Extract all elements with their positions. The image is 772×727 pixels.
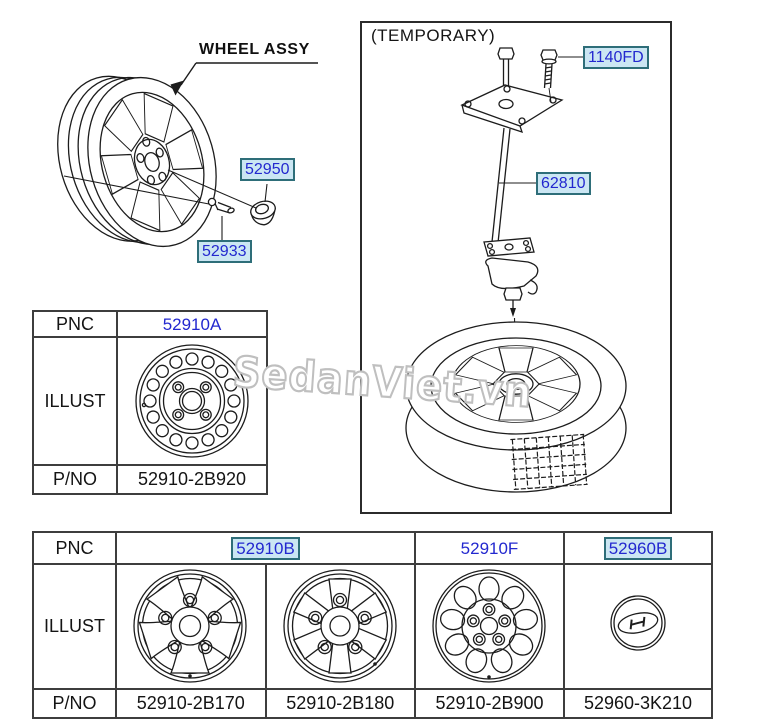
part-code-52960b[interactable]: 52960B [603, 536, 673, 560]
alloy-wheel-5-spoke-illustration [133, 569, 247, 683]
spare-wheel-table: PNC 52910A ILLUST [32, 310, 268, 495]
spare-tire-carrier-illustration [460, 47, 583, 373]
wheel-options-table: PNC 52910B 52910F 52960B ILLUST [32, 531, 713, 719]
part-number-52910-2b170: 52910-2B170 [115, 688, 267, 719]
part-number-52960-3k210: 52960-3K210 [563, 688, 713, 719]
valve-stem-illustration [207, 197, 235, 214]
main-table-pnc-header: PNC [32, 531, 117, 565]
part-code-52910f[interactable]: 52910F [460, 538, 519, 558]
spare-table-pno-header: P/NO [32, 464, 118, 495]
main-table-pno-header: P/NO [32, 688, 117, 719]
wheel-5-spoke-cell [115, 563, 267, 690]
temporary-title: (TEMPORARY) [371, 26, 496, 45]
part-code-52933[interactable]: 52933 [197, 240, 252, 263]
main-table-illust-header: ILLUST [32, 563, 117, 690]
wheel-assy-illustration [57, 75, 217, 248]
steel-wheel-illustration [135, 344, 249, 458]
steel-wheel-cell [116, 336, 268, 466]
part-code-52910b[interactable]: 52910B [231, 536, 300, 560]
center-cap-cell [563, 563, 713, 690]
part-number-52910-2b180: 52910-2B180 [264, 688, 416, 719]
part-code-52910a[interactable]: 52910A [162, 314, 222, 334]
wheel-6-spoke-cell [264, 563, 416, 690]
part-code-1140fd[interactable]: 1140FD [583, 46, 649, 69]
lug-nut-illustration [250, 200, 276, 226]
hyundai-center-cap-illustration [609, 595, 666, 651]
leader-lines-wheel [63, 169, 268, 240]
wheel-assy-pointer [170, 62, 318, 96]
spare-table-pnc-header: PNC [32, 310, 118, 338]
spare-tire-illustration [405, 321, 627, 493]
hyundai-logo [617, 612, 658, 634]
spare-table-illust-header: ILLUST [32, 336, 118, 466]
alloy-wheel-6-spoke-illustration [283, 569, 397, 683]
alloy-wheel-9-hole-illustration [432, 569, 546, 683]
part-code-52950[interactable]: 52950 [240, 158, 295, 181]
part-number-52910-2b920: 52910-2B920 [116, 464, 268, 495]
part-code-62810[interactable]: 62810 [536, 172, 591, 195]
temporary-section-box: (TEMPORARY) [360, 21, 672, 514]
wheel-9-hole-cell [414, 563, 565, 690]
wheel-assy-title: WHEEL ASSY [199, 41, 310, 58]
part-number-52910-2b900: 52910-2B900 [414, 688, 565, 719]
